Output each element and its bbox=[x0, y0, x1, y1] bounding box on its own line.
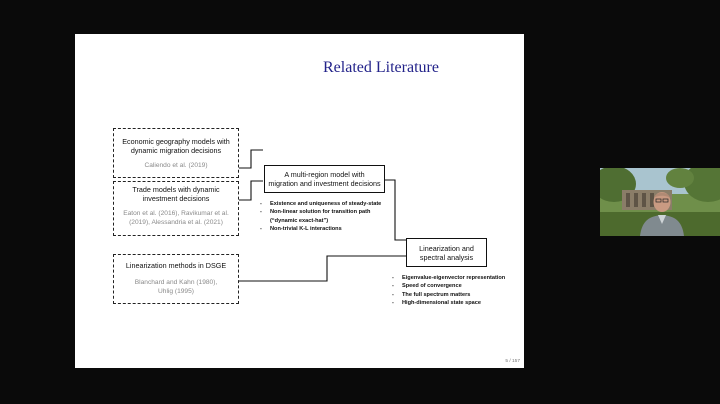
webcam-feed-image bbox=[600, 168, 720, 236]
box-linearization-methods: Linearization methods in DSGE Blanchard … bbox=[113, 254, 239, 304]
box-label: spectral analysis bbox=[419, 253, 474, 262]
box-citation: Caliendo et al. (2019) bbox=[144, 162, 208, 169]
box-label: migration and investment decisions bbox=[268, 179, 381, 188]
box-label: Economic geography models with bbox=[122, 137, 230, 146]
box-label: A multi-region model with bbox=[284, 170, 365, 179]
box-citation: (2019), Alessandria et al. (2021) bbox=[129, 219, 223, 226]
box-label: dynamic migration decisions bbox=[130, 146, 222, 155]
list-item: Non-trivial K-L interactions bbox=[260, 225, 381, 234]
box-label: investment decisions bbox=[142, 194, 210, 203]
box-label: Linearization methods in DSGE bbox=[125, 261, 227, 270]
list-item: Eigenvalue-eigenvector representation bbox=[392, 274, 505, 283]
box-linearization-analysis: Linearization and spectral analysis bbox=[406, 238, 487, 267]
presentation-slide: Related Literature Economic geography mo… bbox=[75, 34, 524, 368]
analysis-results-list: Eigenvalue-eigenvector representation Sp… bbox=[392, 274, 505, 307]
list-item: Speed of convergence bbox=[392, 282, 505, 291]
box-trade-models: Trade models with dynamic investment dec… bbox=[113, 181, 239, 236]
box-label: Trade models with dynamic bbox=[132, 185, 220, 194]
box-citation: Uhlig (1995) bbox=[158, 288, 194, 295]
slide-title: Related Literature bbox=[323, 59, 439, 76]
list-item: The full spectrum matters bbox=[392, 291, 505, 300]
box-economic-geography: Economic geography models with dynamic m… bbox=[113, 128, 239, 178]
box-multi-region-model: A multi-region model with migration and … bbox=[264, 165, 385, 193]
box-citation: Blanchard and Kahn (1980), bbox=[134, 279, 218, 286]
webcam-video-tile[interactable] bbox=[600, 168, 720, 236]
list-item: Existence and uniqueness of steady-state bbox=[260, 200, 381, 209]
list-item: Non-linear solution for transition path(… bbox=[260, 208, 381, 225]
flow-connectors bbox=[239, 149, 406, 282]
box-citation: Eaton et al. (2016), Ravikumar et al. bbox=[123, 210, 229, 217]
list-item: High-dimensional state space bbox=[392, 299, 505, 308]
box-label: Linearization and bbox=[419, 244, 474, 253]
model-results-list: Existence and uniqueness of steady-state… bbox=[260, 200, 381, 233]
page-number: 5 / 157 bbox=[505, 359, 520, 364]
